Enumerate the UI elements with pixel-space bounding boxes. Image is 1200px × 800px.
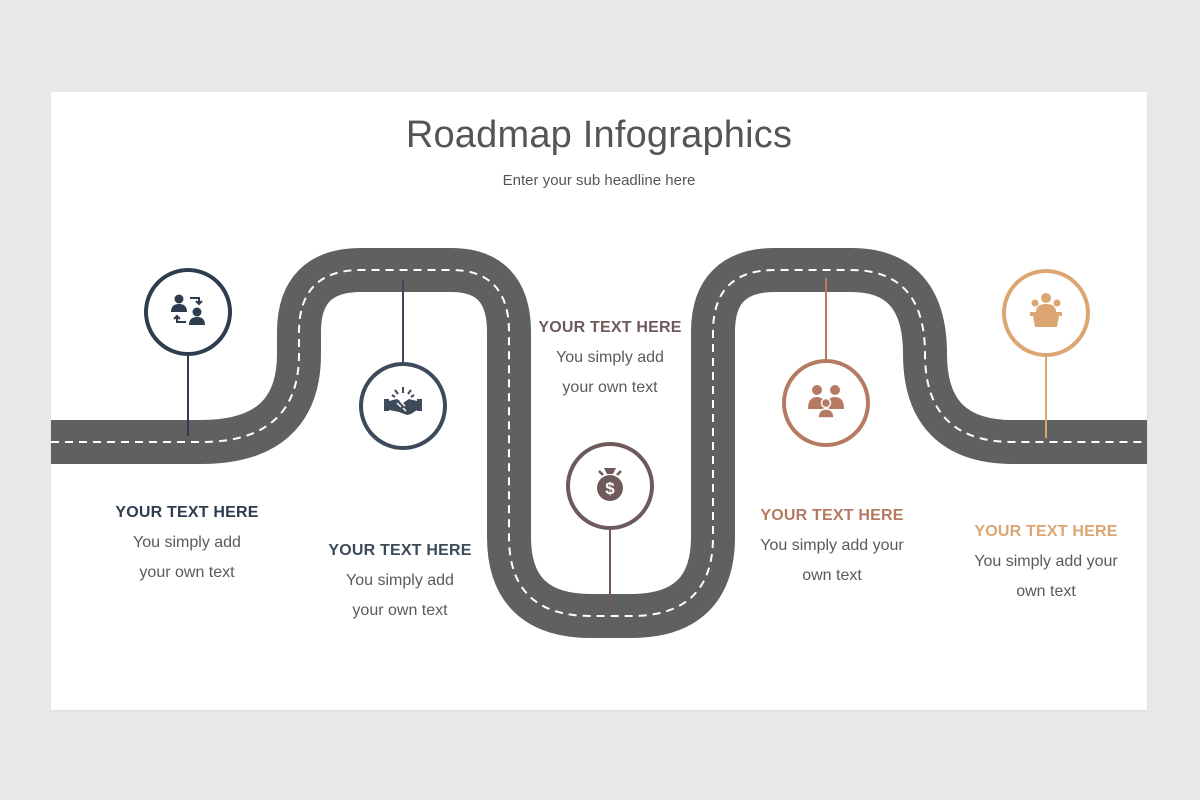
page-title: Roadmap Infographics: [405, 114, 793, 156]
svg-text:$: $: [605, 479, 615, 498]
step-4-pin: [825, 278, 827, 362]
handshake-icon: [383, 384, 423, 429]
step-1-marker[interactable]: [144, 268, 232, 356]
step-3-text: YOUR TEXT HERE You simply add your own t…: [510, 319, 710, 403]
road-path: [51, 248, 1147, 638]
step-3-line-2: your own text: [562, 379, 658, 396]
step-2-line-1: You simply add: [346, 572, 454, 589]
step-5-description: You simply add your own text: [946, 547, 1146, 607]
step-1-line-2: your own text: [139, 564, 235, 581]
step-5-line-2: own text: [1016, 583, 1076, 600]
step-3-heading: YOUR TEXT HERE: [538, 319, 682, 336]
step-2-text: YOUR TEXT HERE You simply add your own t…: [300, 542, 500, 626]
step-3-pin: [609, 528, 611, 612]
step-1-text: YOUR TEXT HERE You simply add your own t…: [87, 504, 287, 588]
step-3-marker[interactable]: $: [566, 442, 654, 530]
speaker-podium-icon: [1026, 291, 1066, 336]
step-5-pin: [1045, 354, 1047, 438]
step-5-marker[interactable]: [1002, 269, 1090, 357]
step-2-marker[interactable]: [359, 362, 447, 450]
step-4-marker[interactable]: [782, 359, 870, 447]
page-subtitle: Enter your sub headline here: [502, 172, 696, 189]
step-2-description: You simply add your own text: [300, 566, 500, 626]
step-1-pin: [187, 354, 189, 436]
team-icon: [806, 381, 846, 426]
step-1-line-1: You simply add: [133, 534, 241, 551]
step-4-text: YOUR TEXT HERE You simply add your own t…: [732, 507, 932, 591]
step-5-line-1: You simply add your: [974, 553, 1118, 570]
step-2-line-2: your own text: [352, 602, 448, 619]
road-center-line: [51, 269, 1147, 617]
step-2-heading: YOUR TEXT HERE: [328, 542, 472, 559]
step-3-description: You simply add your own text: [510, 343, 710, 403]
step-4-line-2: own text: [802, 567, 862, 584]
step-2-pin: [402, 280, 404, 364]
slide: Roadmap Infographics Enter your sub head…: [51, 92, 1147, 710]
people-exchange-icon: [168, 290, 208, 335]
step-1-heading: YOUR TEXT HERE: [115, 504, 259, 521]
step-5-text: YOUR TEXT HERE You simply add your own t…: [946, 523, 1146, 607]
step-4-description: You simply add your own text: [732, 531, 932, 591]
step-3-line-1: You simply add: [556, 349, 664, 366]
step-4-line-1: You simply add your: [760, 537, 904, 554]
money-bag-icon: $: [590, 464, 630, 509]
step-4-heading: YOUR TEXT HERE: [760, 507, 904, 524]
step-1-description: You simply add your own text: [87, 528, 287, 588]
step-5-heading: YOUR TEXT HERE: [974, 523, 1118, 540]
